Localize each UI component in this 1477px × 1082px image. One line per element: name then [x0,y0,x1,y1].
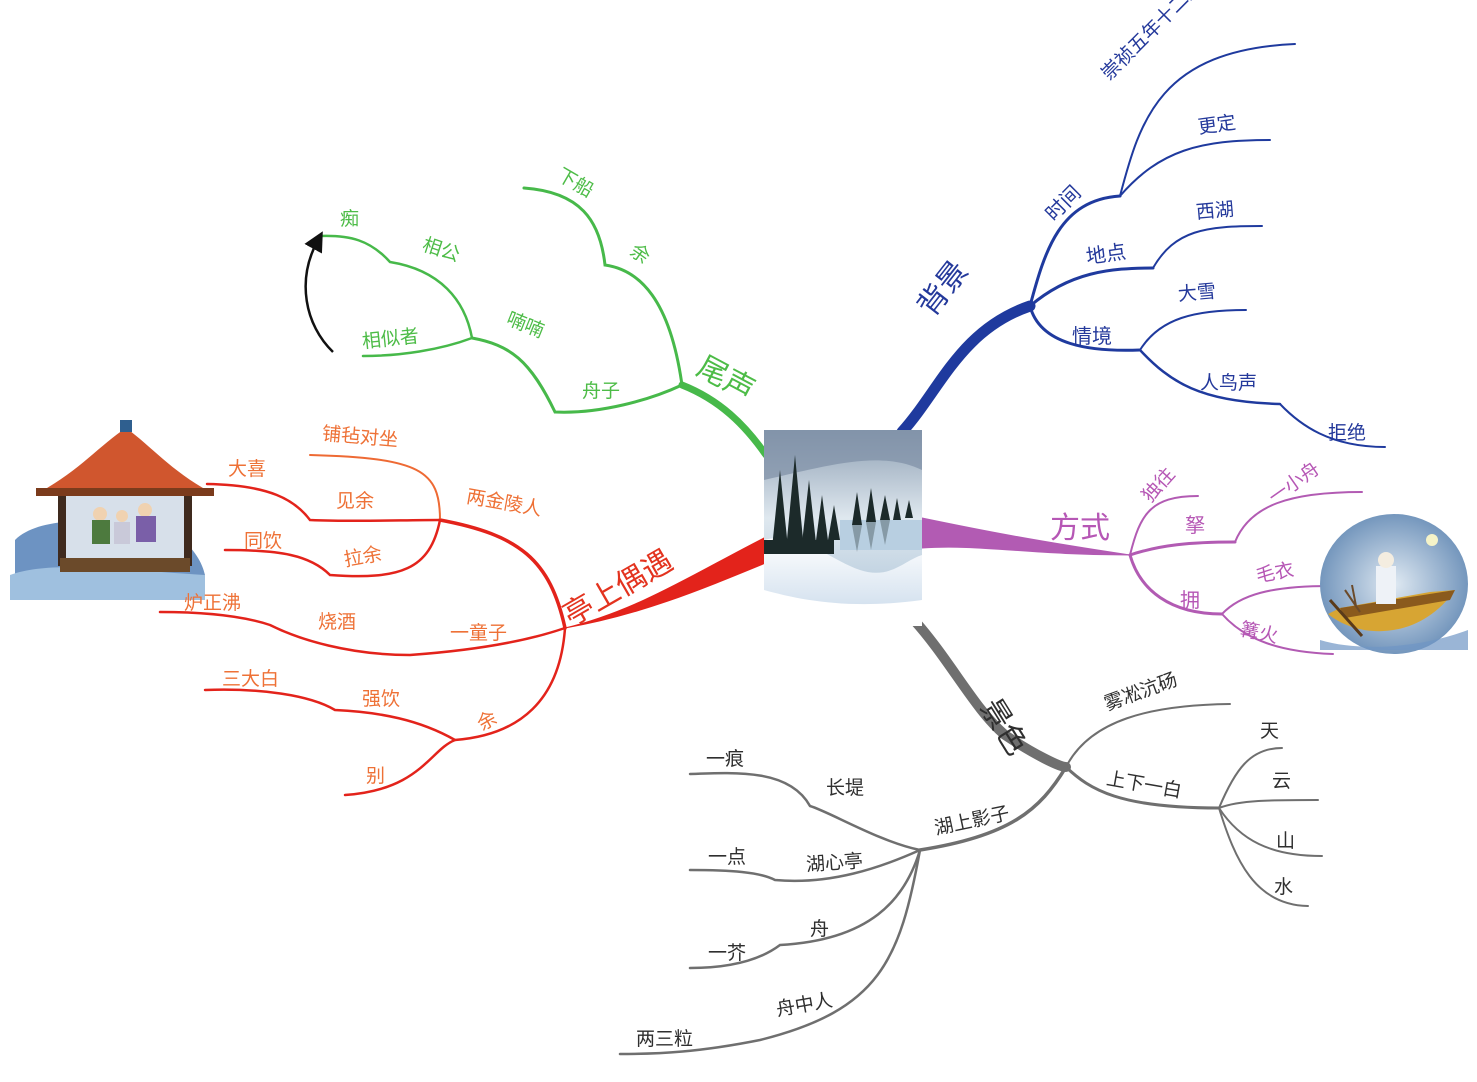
branch-encounter-lines [158,454,769,797]
node-tongyin[interactable]: 同饮 [244,530,283,552]
node-na[interactable]: 拏 [1185,513,1205,537]
node-yijie[interactable]: 一芥 [708,942,747,964]
node-gengding[interactable]: 更定 [1196,111,1238,139]
return-arrow [304,231,334,353]
lone-boat-icon [1320,514,1468,654]
node-luzhengfei[interactable]: 炉正沸 [184,592,242,614]
node-renniaosheng[interactable]: 人鸟声 [1200,372,1258,394]
node-yitongzi[interactable]: 一童子 [450,622,508,644]
branch-manner-lines [921,491,1363,655]
branch-scenery-lines [618,615,1323,1056]
node-changdi[interactable]: 长堤 [826,777,865,799]
node-jianyu[interactable]: 见余 [336,490,375,512]
node-shan[interactable]: 山 [1276,830,1296,852]
branch-epilogue-lines [318,186,770,459]
node-zhouzi[interactable]: 舟子 [582,380,621,402]
node-huxinting[interactable]: 湖心亭 [805,850,864,876]
node-yidian[interactable]: 一点 [708,846,747,868]
winter-lake-scene-icon [764,430,922,626]
node-daxi[interactable]: 大喜 [228,458,267,480]
pavilion-icon [10,420,214,600]
node-yun[interactable]: 云 [1272,770,1292,792]
node-situation[interactable]: 情境 [1072,324,1112,348]
node-zhou[interactable]: 舟 [810,918,830,940]
node-tian[interactable]: 天 [1260,720,1280,742]
node-daxue[interactable]: 大雪 [1177,280,1217,306]
node-liangsanli[interactable]: 两三粒 [636,1028,694,1050]
node-sandabai[interactable]: 三大白 [222,668,280,690]
node-qiangyin[interactable]: 强饮 [362,688,401,710]
node-yihen[interactable]: 一痕 [706,748,745,770]
node-shaojiu[interactable]: 烧酒 [318,611,357,633]
node-jujue[interactable]: 拒绝 [1328,422,1367,444]
node-xihu[interactable]: 西湖 [1195,198,1235,224]
node-shui[interactable]: 水 [1274,876,1294,898]
node-yong[interactable]: 拥 [1180,588,1200,612]
branch-background-lines [896,43,1386,448]
node-manner[interactable]: 方式 [1050,511,1110,546]
node-bie[interactable]: 别 [366,765,386,787]
node-chi[interactable]: 痴 [340,208,360,230]
node-place[interactable]: 地点 [1084,239,1128,269]
